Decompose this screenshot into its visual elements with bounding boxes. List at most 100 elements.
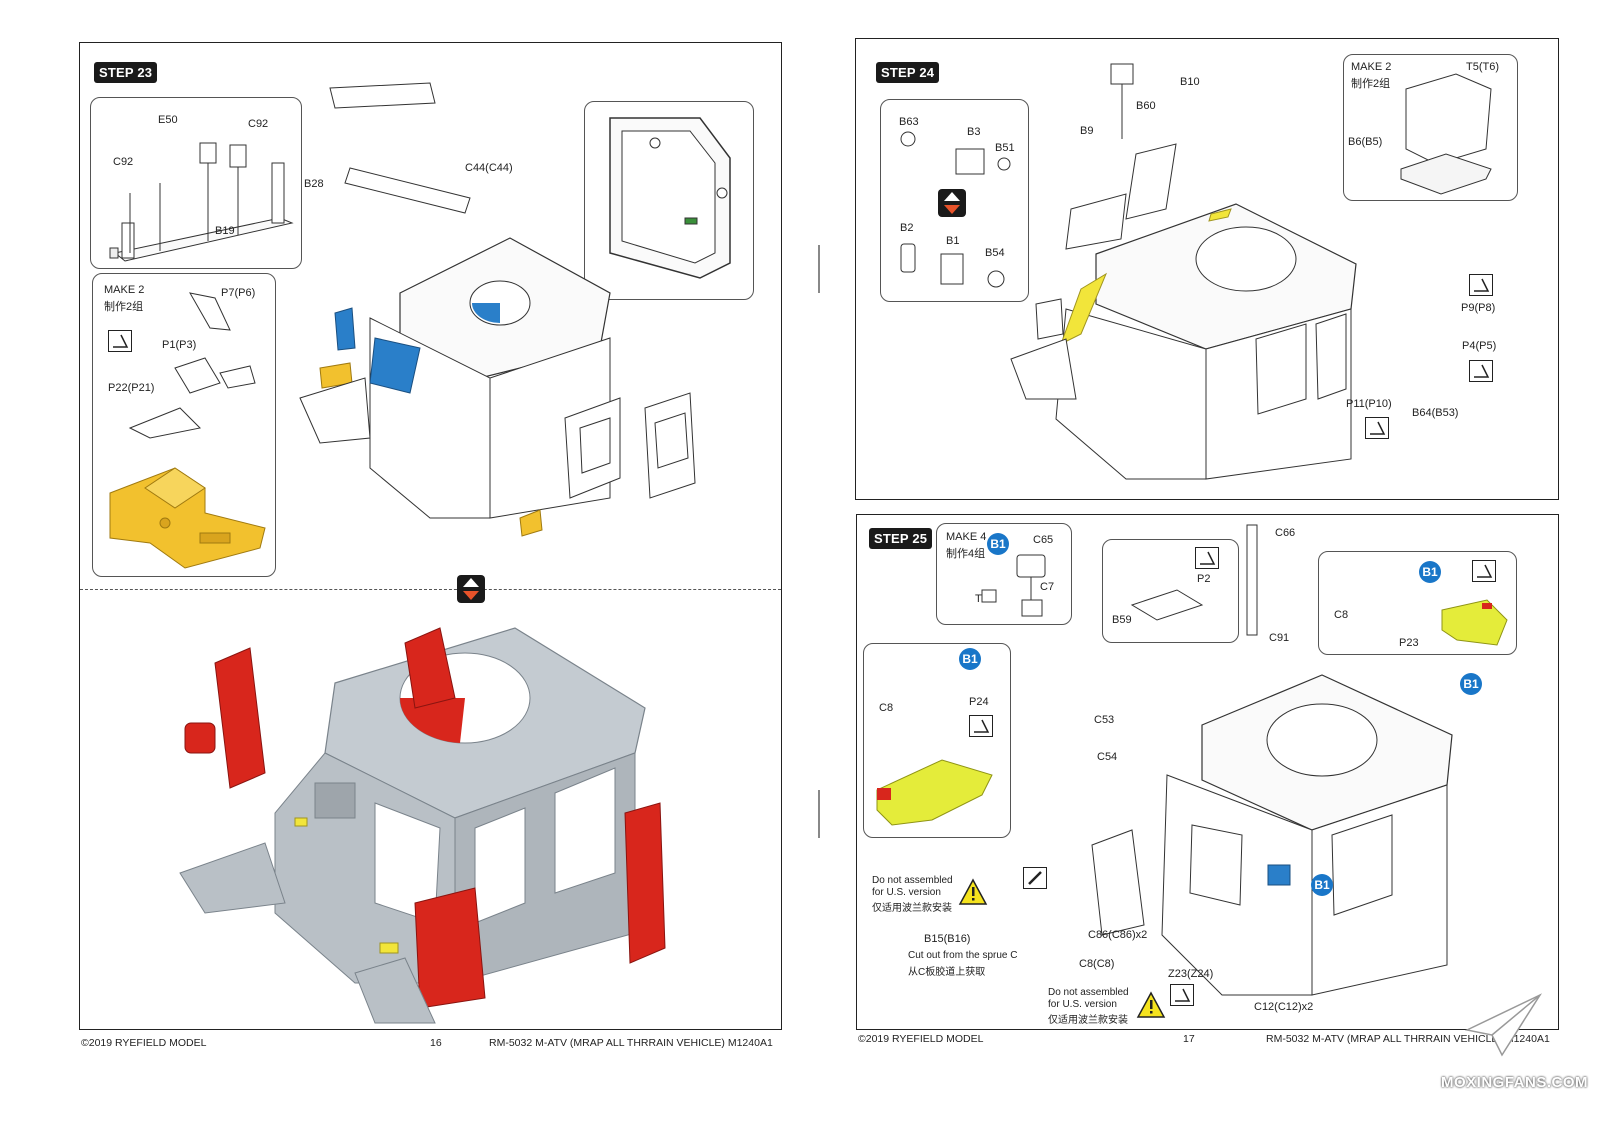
label-b64: B64(B53)	[1412, 407, 1459, 419]
bend-tool-icon-p4	[1469, 360, 1493, 382]
watermark: MOXINGFANS.COM	[1440, 1074, 1588, 1091]
footer-product-right: RM-5032 M-ATV (MRAP ALL THRRAIN VEHICLE)…	[1266, 1033, 1550, 1045]
label-make2-right: MAKE 2	[1351, 61, 1392, 73]
footer-product-left: RM-5032 M-ATV (MRAP ALL THRRAIN VEHICLE)…	[489, 1037, 773, 1049]
label-make2: MAKE 2	[104, 284, 145, 296]
step23-panel: STEP 23 E50 C92 C92 B19 MAKE 2 制作2组 P7(P…	[79, 42, 782, 1030]
label-p22: P22(P21)	[108, 382, 155, 394]
label-warn1-cn: 仅适用波兰款安装	[872, 903, 952, 914]
cab-render	[179, 627, 666, 1024]
label-z23: Z23(Z24)	[1168, 968, 1214, 980]
label-b51: B51	[995, 142, 1015, 154]
label-b10: B10	[1180, 76, 1200, 88]
label-c8-a: C8	[1334, 609, 1349, 621]
binding-mark-2	[818, 790, 820, 838]
bend-tool-icon-p9	[1469, 274, 1493, 296]
label-c7: C7	[1040, 581, 1055, 593]
label-p1: P1(P3)	[162, 339, 197, 351]
label-c54: C54	[1097, 751, 1118, 763]
step24-cab-drawing	[1010, 63, 1357, 480]
label-t5: T5(T6)	[1466, 61, 1499, 73]
label-p2: P2	[1197, 573, 1211, 585]
label-b1-part: B1	[946, 235, 960, 247]
cutter-tool-icon	[1023, 867, 1047, 889]
label-warn1-en2: for U.S. version	[872, 887, 941, 898]
label-c53: C53	[1094, 714, 1115, 726]
step-divider	[80, 589, 781, 590]
b1-badge-2: B1	[1419, 561, 1441, 583]
label-warn1-en: Do not assembled	[872, 875, 953, 886]
b1-badge-4: B1	[1460, 673, 1482, 695]
bend-tool-icon-p2	[1195, 547, 1219, 569]
bend-tool-icon	[108, 330, 132, 352]
footer-page-number-right: 17	[1183, 1033, 1195, 1045]
pe-parts-drawing	[128, 292, 256, 439]
label-b59: B59	[1112, 614, 1132, 626]
label-p23: P23	[1399, 637, 1419, 649]
footer-copyright-left: ©2019 RYEFIELD MODEL	[81, 1037, 207, 1049]
label-cutout-cn: 从C板胶道上获取	[908, 967, 986, 978]
yellow-bracket-render	[109, 467, 266, 569]
flip-over-icon	[457, 575, 485, 603]
b1-subassembly-drawing	[981, 554, 1046, 617]
label-p4: P4(P5)	[1462, 340, 1497, 352]
paper-plane-logo	[1464, 993, 1543, 1057]
label-p9: P9(P8)	[1461, 302, 1496, 314]
bend-tool-icon-z23	[1170, 984, 1194, 1006]
label-p7: P7(P6)	[221, 287, 256, 299]
label-b3: B3	[967, 126, 981, 138]
footer-copyright-right: ©2019 RYEFIELD MODEL	[858, 1033, 984, 1045]
label-p11: P11(P10)	[1346, 398, 1392, 410]
label-b54: B54	[985, 247, 1005, 259]
left-page: STEP 23 E50 C92 C92 B19 MAKE 2 制作2组 P7(P…	[79, 42, 782, 1049]
label-b19: B19	[215, 225, 235, 237]
label-b9: B9	[1080, 125, 1094, 137]
label-b15: B15(B16)	[924, 933, 971, 945]
b-parts-drawing	[900, 131, 1011, 288]
bend-tool-icon-p11	[1365, 417, 1389, 439]
step24-panel: STEP 24 B63 B3 B51 B2 B1 B54 MAKE 2 制作2组…	[855, 38, 1559, 500]
label-c92-b: C92	[113, 156, 134, 168]
label-c8-c: C8(C8)	[1079, 958, 1115, 970]
step25-panel: STEP 25 MAKE 4 制作4组 B1 C65 T12 C7 P2 B59…	[856, 514, 1559, 1030]
label-make2-cn-right: 制作2组	[1351, 78, 1391, 90]
label-warn2-en2: for U.S. version	[1048, 999, 1117, 1010]
bend-tool-icon-p24	[969, 715, 993, 737]
label-b63: B63	[899, 116, 919, 128]
bend-tool-icon-p23	[1472, 560, 1496, 582]
label-make2-cn: 制作2组	[104, 301, 144, 313]
p24-yellow-render	[876, 759, 993, 826]
label-warn2-en: Do not assembled	[1048, 987, 1129, 998]
label-warn2-cn: 仅适用波兰款安装	[1048, 1015, 1128, 1026]
label-c65: C65	[1033, 534, 1054, 546]
label-c44: C44(C44)	[465, 162, 513, 174]
label-b6: B6(B5)	[1348, 136, 1383, 148]
label-c92-a: C92	[248, 118, 269, 130]
label-b28: B28	[304, 178, 324, 190]
t5-window-drawing	[1400, 73, 1492, 195]
flip-over-icon-2	[938, 189, 966, 217]
step25-cab-drawing	[1091, 524, 1453, 996]
label-c86: C86(C86)x2	[1088, 929, 1148, 941]
step23-badge: STEP 23	[94, 62, 158, 83]
footer-page-number-left: 16	[430, 1037, 442, 1049]
label-c66: C66	[1275, 527, 1296, 539]
step25-badge: STEP 25	[869, 528, 933, 549]
label-e50: E50	[158, 114, 178, 126]
b1-badge-1: B1	[987, 533, 1009, 555]
label-b60: B60	[1136, 100, 1156, 112]
label-c91: C91	[1269, 632, 1290, 644]
b1-badge-5: B1	[1311, 874, 1333, 896]
label-make4: MAKE 4	[946, 531, 987, 543]
label-make4-cn: 制作4组	[946, 548, 986, 560]
label-p24: P24	[969, 696, 989, 708]
label-cutout-en: Cut out from the sprue C	[908, 950, 1018, 961]
p2-drawing	[1130, 589, 1204, 621]
right-page: STEP 24 B63 B3 B51 B2 B1 B54 MAKE 2 制作2组…	[800, 0, 1600, 1131]
label-c12: C12(C12)x2	[1254, 1001, 1314, 1013]
b1-badge-3: B1	[959, 648, 981, 670]
label-c8-b: C8	[879, 702, 894, 714]
binding-mark-1	[818, 245, 820, 293]
door-detail-drawing	[609, 117, 731, 279]
b19-subassembly-drawing	[109, 142, 294, 262]
